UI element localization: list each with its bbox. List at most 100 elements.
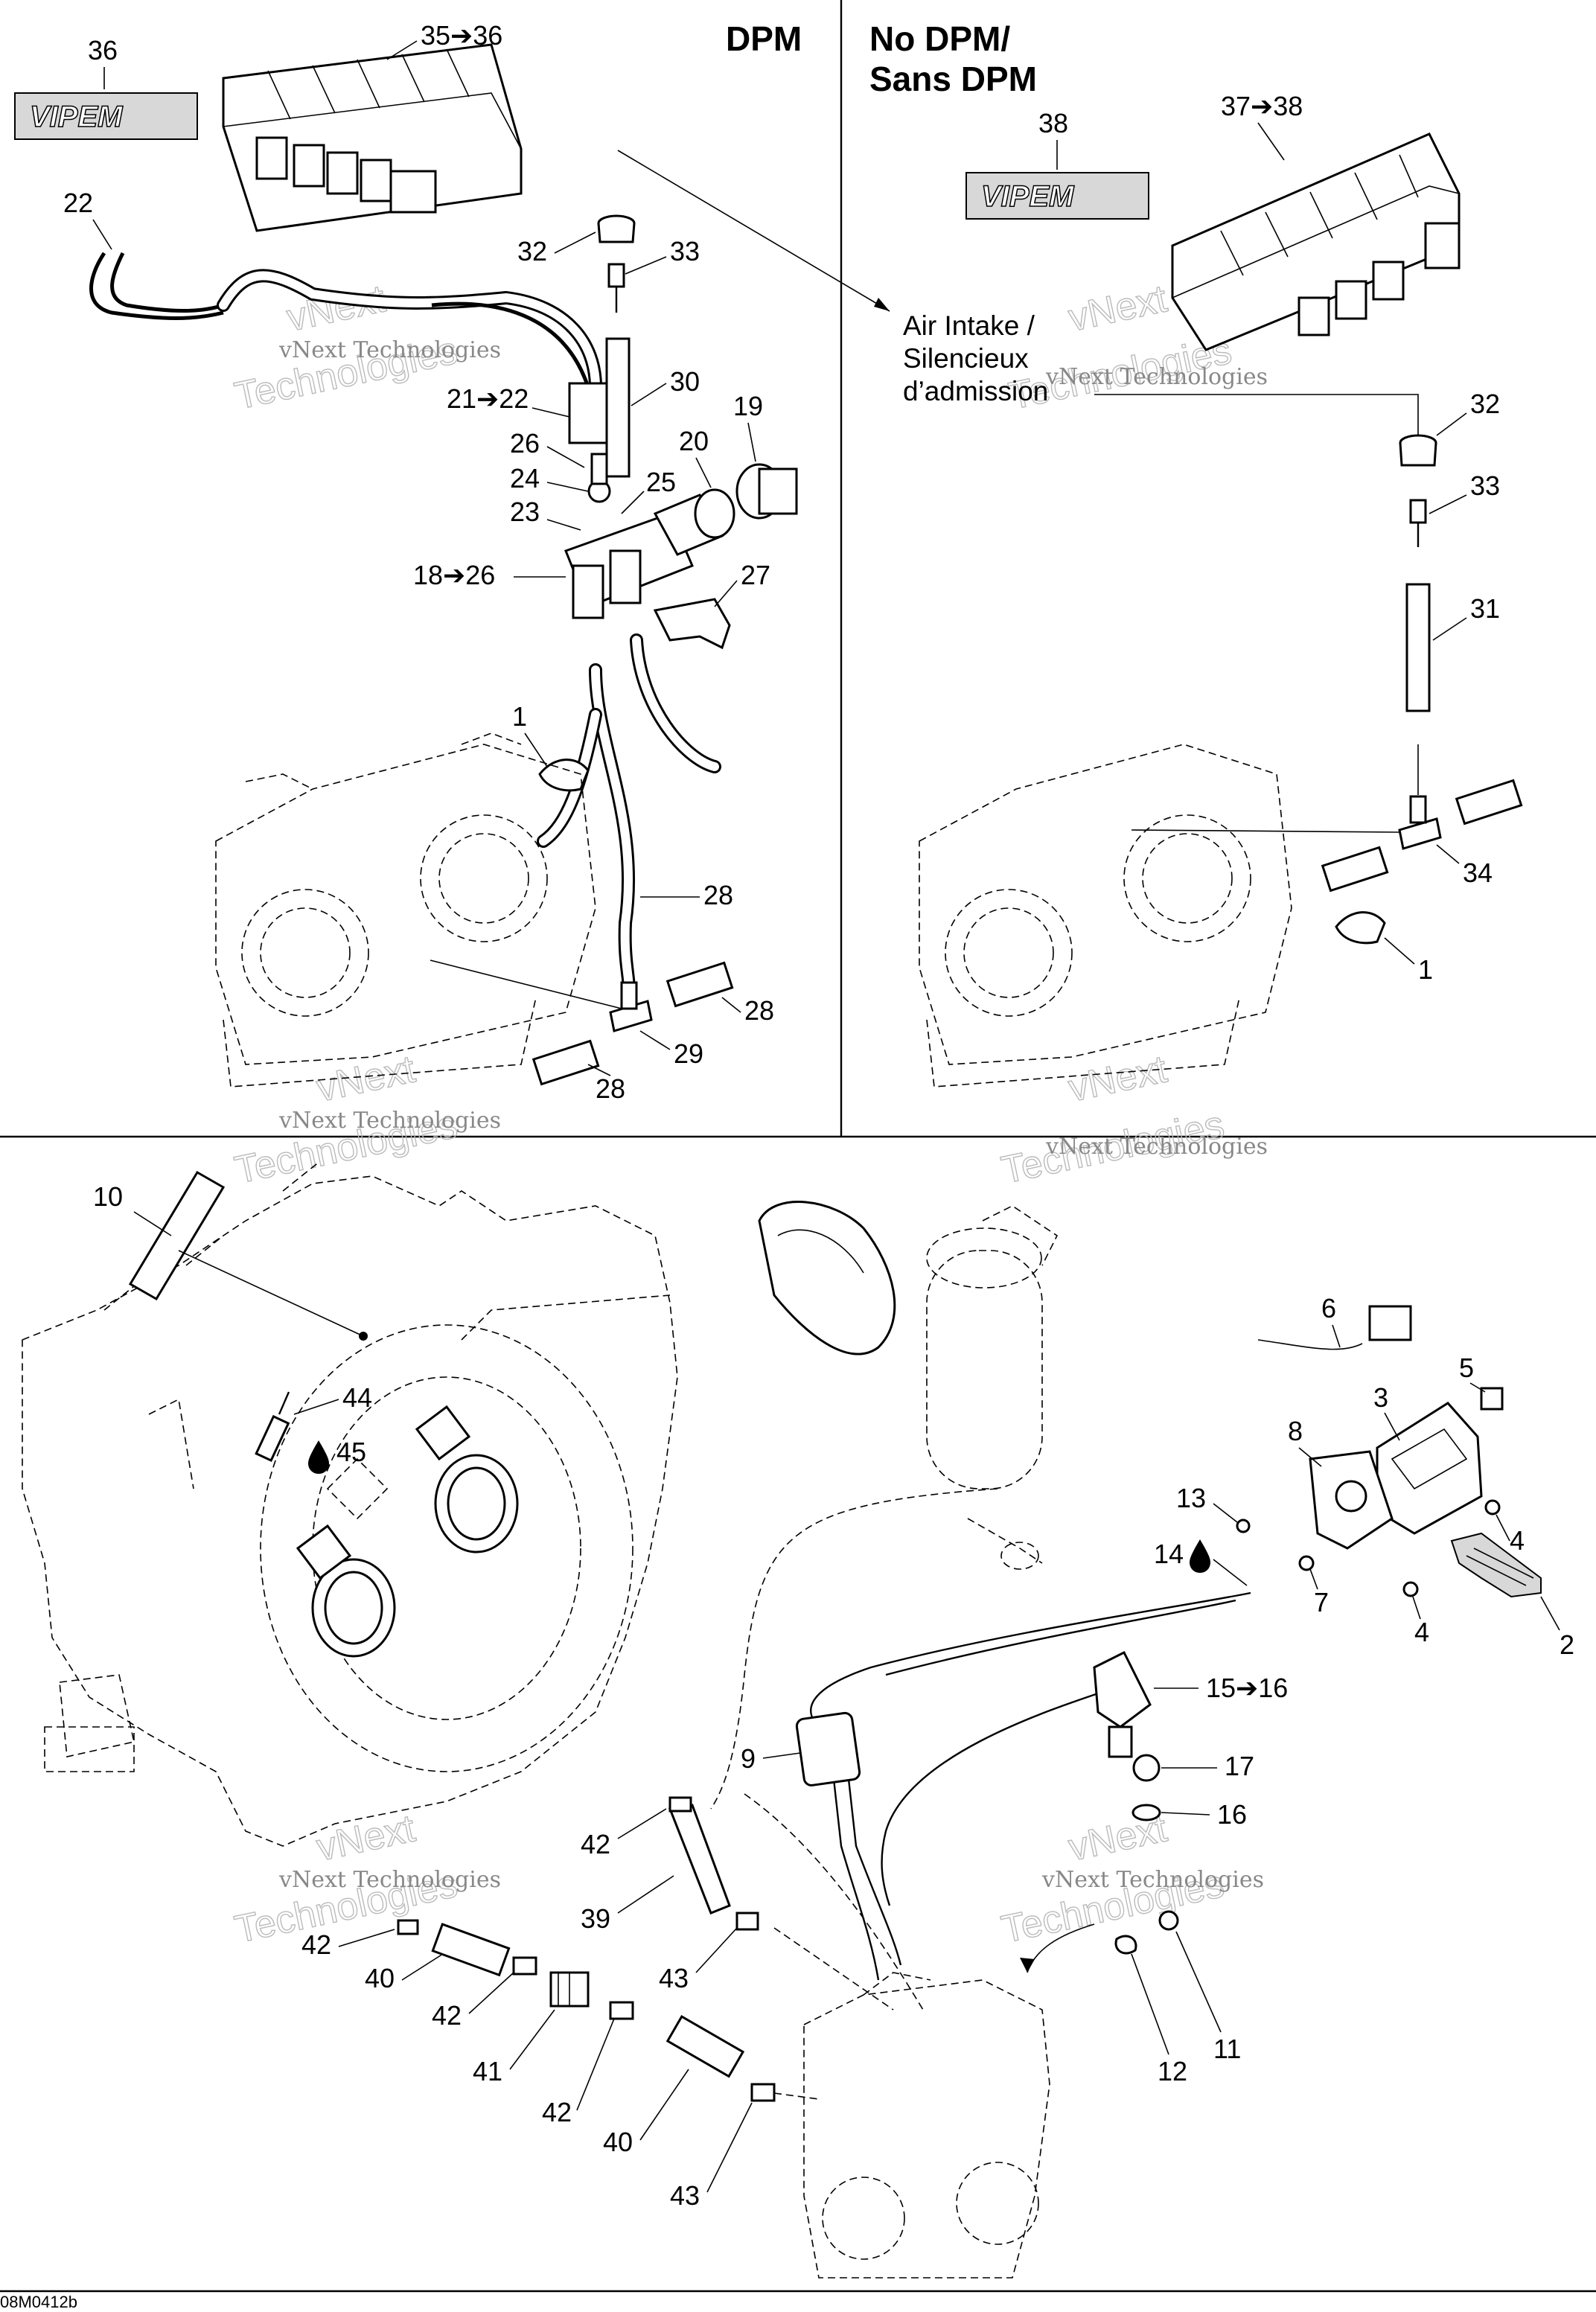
section-title-sans-dpm: Sans DPM xyxy=(869,60,1037,98)
callout-33-dpm: 33 xyxy=(670,236,700,266)
callout-42-a: 42 xyxy=(581,1829,610,1859)
callout-11: 11 xyxy=(1213,2034,1241,2064)
carburetor-assembly-no-dpm xyxy=(919,744,1292,1088)
fluid-drop-icon-45 xyxy=(308,1440,329,1474)
leader-airintake-nodpm xyxy=(1094,394,1419,439)
callout-29: 29 xyxy=(674,1038,703,1069)
sensor-6 xyxy=(1257,1305,1412,1350)
hose-39 xyxy=(668,1804,731,1915)
callout-27: 27 xyxy=(741,560,770,590)
callout-7: 7 xyxy=(1314,1587,1329,1618)
svg-text:vNext: vNext xyxy=(313,1807,419,1869)
callout-45: 45 xyxy=(336,1437,366,1467)
callout-21-22: 21➔22 xyxy=(447,383,529,414)
leader-34-carb xyxy=(1131,829,1400,833)
cable-route-2 xyxy=(744,1793,924,2011)
tee-29 xyxy=(532,961,734,1086)
clamp-42-b xyxy=(397,1919,419,1935)
o-ring-20 xyxy=(694,488,735,539)
callout-41: 41 xyxy=(473,2056,502,2086)
ecm-module-no-dpm xyxy=(1171,132,1461,351)
callout-43-b: 43 xyxy=(670,2180,700,2211)
grommet-17 xyxy=(1132,1754,1161,1782)
svg-text:vNext: vNext xyxy=(1064,1047,1171,1110)
svg-text:Air Intake /: Air Intake / xyxy=(903,310,1035,341)
nut-13 xyxy=(1236,1519,1251,1533)
callout-10: 10 xyxy=(93,1181,123,1212)
watermark-mid-right: vNext Technologies vNext Technologies xyxy=(998,1047,1268,1193)
clip-1-dpm xyxy=(538,759,590,792)
bracket-27 xyxy=(653,598,731,650)
callout-42-d: 42 xyxy=(542,2097,572,2127)
callout-14: 14 xyxy=(1154,1539,1184,1569)
svg-text:vNext Technologies: vNext Technologies xyxy=(1045,364,1268,390)
callout-15-16: 15➔16 xyxy=(1206,1673,1288,1703)
fuel-route-dash xyxy=(773,1927,894,2100)
wire-harness-22 xyxy=(89,252,602,394)
cover-8 xyxy=(1309,1450,1394,1550)
callout-36: 36 xyxy=(88,35,118,66)
tee-34 xyxy=(1321,779,1523,892)
callout-17: 17 xyxy=(1225,1751,1254,1781)
callout-16: 16 xyxy=(1217,1799,1247,1830)
screw-4-a xyxy=(1484,1499,1501,1516)
throttle-cable xyxy=(810,1591,1251,1981)
hose-28-a-inner xyxy=(591,665,633,994)
filter-19 xyxy=(735,463,798,520)
svg-text:vNext Technologies: vNext Technologies xyxy=(1041,1867,1264,1893)
clamp-42-c xyxy=(512,1956,537,1976)
callout-1-no-dpm: 1 xyxy=(1418,954,1433,985)
svg-text:Silencieux: Silencieux xyxy=(903,343,1029,374)
hose-30 xyxy=(605,337,631,478)
callout-8: 8 xyxy=(1288,1416,1303,1446)
cap-32-no-dpm xyxy=(1399,434,1437,467)
callout-38: 38 xyxy=(1038,108,1068,138)
svg-text:vNext Technologies: vNext Technologies xyxy=(278,337,501,363)
callout-5: 5 xyxy=(1459,1353,1474,1383)
callout-28-c: 28 xyxy=(596,1073,625,1104)
vipem-logo-36: VIPEM xyxy=(14,92,198,140)
clamp-43-a xyxy=(735,1912,759,1931)
carburetor-assembly-bottom xyxy=(803,1972,1050,2279)
hose-28-b-inner xyxy=(632,636,719,771)
air-intake-label: Air Intake / Silencieux d’admission xyxy=(903,310,1048,406)
cable-route-dashdot xyxy=(710,1488,998,1810)
callout-19: 19 xyxy=(733,391,763,421)
svg-text:vNext Technologies: vNext Technologies xyxy=(1045,1134,1268,1160)
housing-3 xyxy=(1376,1402,1483,1535)
svg-text:vNext Technologies: vNext Technologies xyxy=(278,1108,501,1134)
callout-1-dpm: 1 xyxy=(512,701,527,732)
section-title-no-dpm: No DPM/ xyxy=(869,19,1010,58)
callout-9: 9 xyxy=(741,1743,756,1774)
muffler xyxy=(926,1205,1059,1570)
lever-2 xyxy=(1450,1532,1542,1598)
callout-3: 3 xyxy=(1373,1382,1388,1413)
svg-text:d’admission: d’admission xyxy=(903,376,1048,406)
engine-assembly xyxy=(22,1160,678,1847)
leader-airintake xyxy=(617,150,890,312)
screw-4-b xyxy=(1402,1581,1419,1597)
callout-13: 13 xyxy=(1176,1483,1206,1513)
callout-33-no-dpm: 33 xyxy=(1470,470,1500,501)
callout-37-38: 37➔38 xyxy=(1221,91,1303,121)
intake-boots xyxy=(296,1405,519,1658)
washer-16 xyxy=(1131,1804,1161,1821)
junction-9 xyxy=(795,1711,861,1786)
fitting-44 xyxy=(255,1391,290,1463)
section-title-dpm: DPM xyxy=(726,19,802,58)
callout-39: 39 xyxy=(581,1903,610,1934)
clamp-42-d xyxy=(609,2001,634,2020)
arrow-airintake xyxy=(874,298,890,311)
callout-22: 22 xyxy=(63,188,93,218)
fitting-33-no-dpm xyxy=(1409,499,1427,547)
callout-34: 34 xyxy=(1463,858,1493,888)
hose-40-a xyxy=(431,1923,511,1977)
hose-28-c-inner xyxy=(539,710,600,846)
screw-7 xyxy=(1298,1555,1315,1571)
callout-40-a: 40 xyxy=(365,1963,395,1993)
callout-4-a: 4 xyxy=(1510,1525,1525,1556)
callout-24: 24 xyxy=(510,463,540,494)
leader-10-engine xyxy=(178,1250,364,1337)
ecm-module-dpm xyxy=(222,43,523,232)
